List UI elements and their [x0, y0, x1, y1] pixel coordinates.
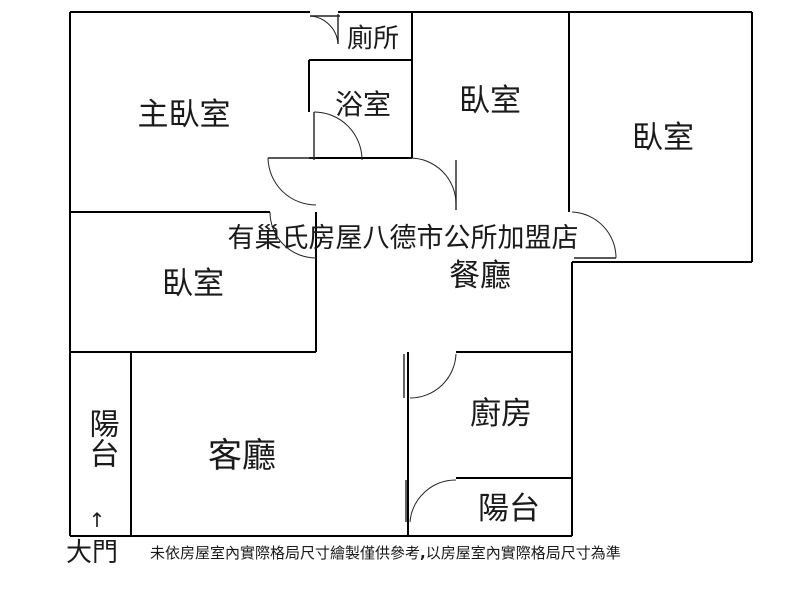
- entrance-marker: ↑ 大門: [66, 508, 118, 568]
- room-bathroom: 浴室: [335, 88, 391, 121]
- room-bedroom-right: 臥室: [632, 120, 694, 156]
- room-bedroom-top: 臥室: [459, 83, 521, 119]
- room-toilet: 廁所: [347, 24, 399, 54]
- doors: [267, 14, 617, 523]
- room-bedroom-left: 臥室: [162, 266, 224, 302]
- walls: [69, 11, 753, 537]
- room-balcony-right: 陽台: [478, 491, 540, 527]
- disclaimer-part1: 未依房屋室內實際格局尺寸繪製僅供參考: [150, 544, 420, 562]
- disclaimer: 未依房屋室內實際格局尺寸繪製僅供參考,以房屋室內實際格局尺寸為準: [150, 544, 621, 562]
- disclaimer-separator: ,: [420, 544, 426, 562]
- room-balcony-left: 陽台: [84, 408, 119, 468]
- room-living-room: 客廳: [208, 436, 276, 476]
- room-kitchen: 廚房: [470, 396, 532, 432]
- entrance-label: 大門: [66, 538, 118, 568]
- room-master-bedroom: 主臥室: [138, 97, 231, 133]
- room-dining-room: 餐廳: [449, 258, 511, 294]
- entrance-arrow-icon: ↑: [89, 508, 106, 532]
- agency-watermark: 有巢氏房屋八德市公所加盟店: [228, 223, 579, 254]
- room-labels: 主臥室 廁所 浴室 臥室 臥室 臥室 餐廳 廚房 陽台 客廳 陽台: [84, 24, 695, 527]
- disclaimer-part2: 以房屋室內實際格局尺寸為準: [426, 544, 621, 562]
